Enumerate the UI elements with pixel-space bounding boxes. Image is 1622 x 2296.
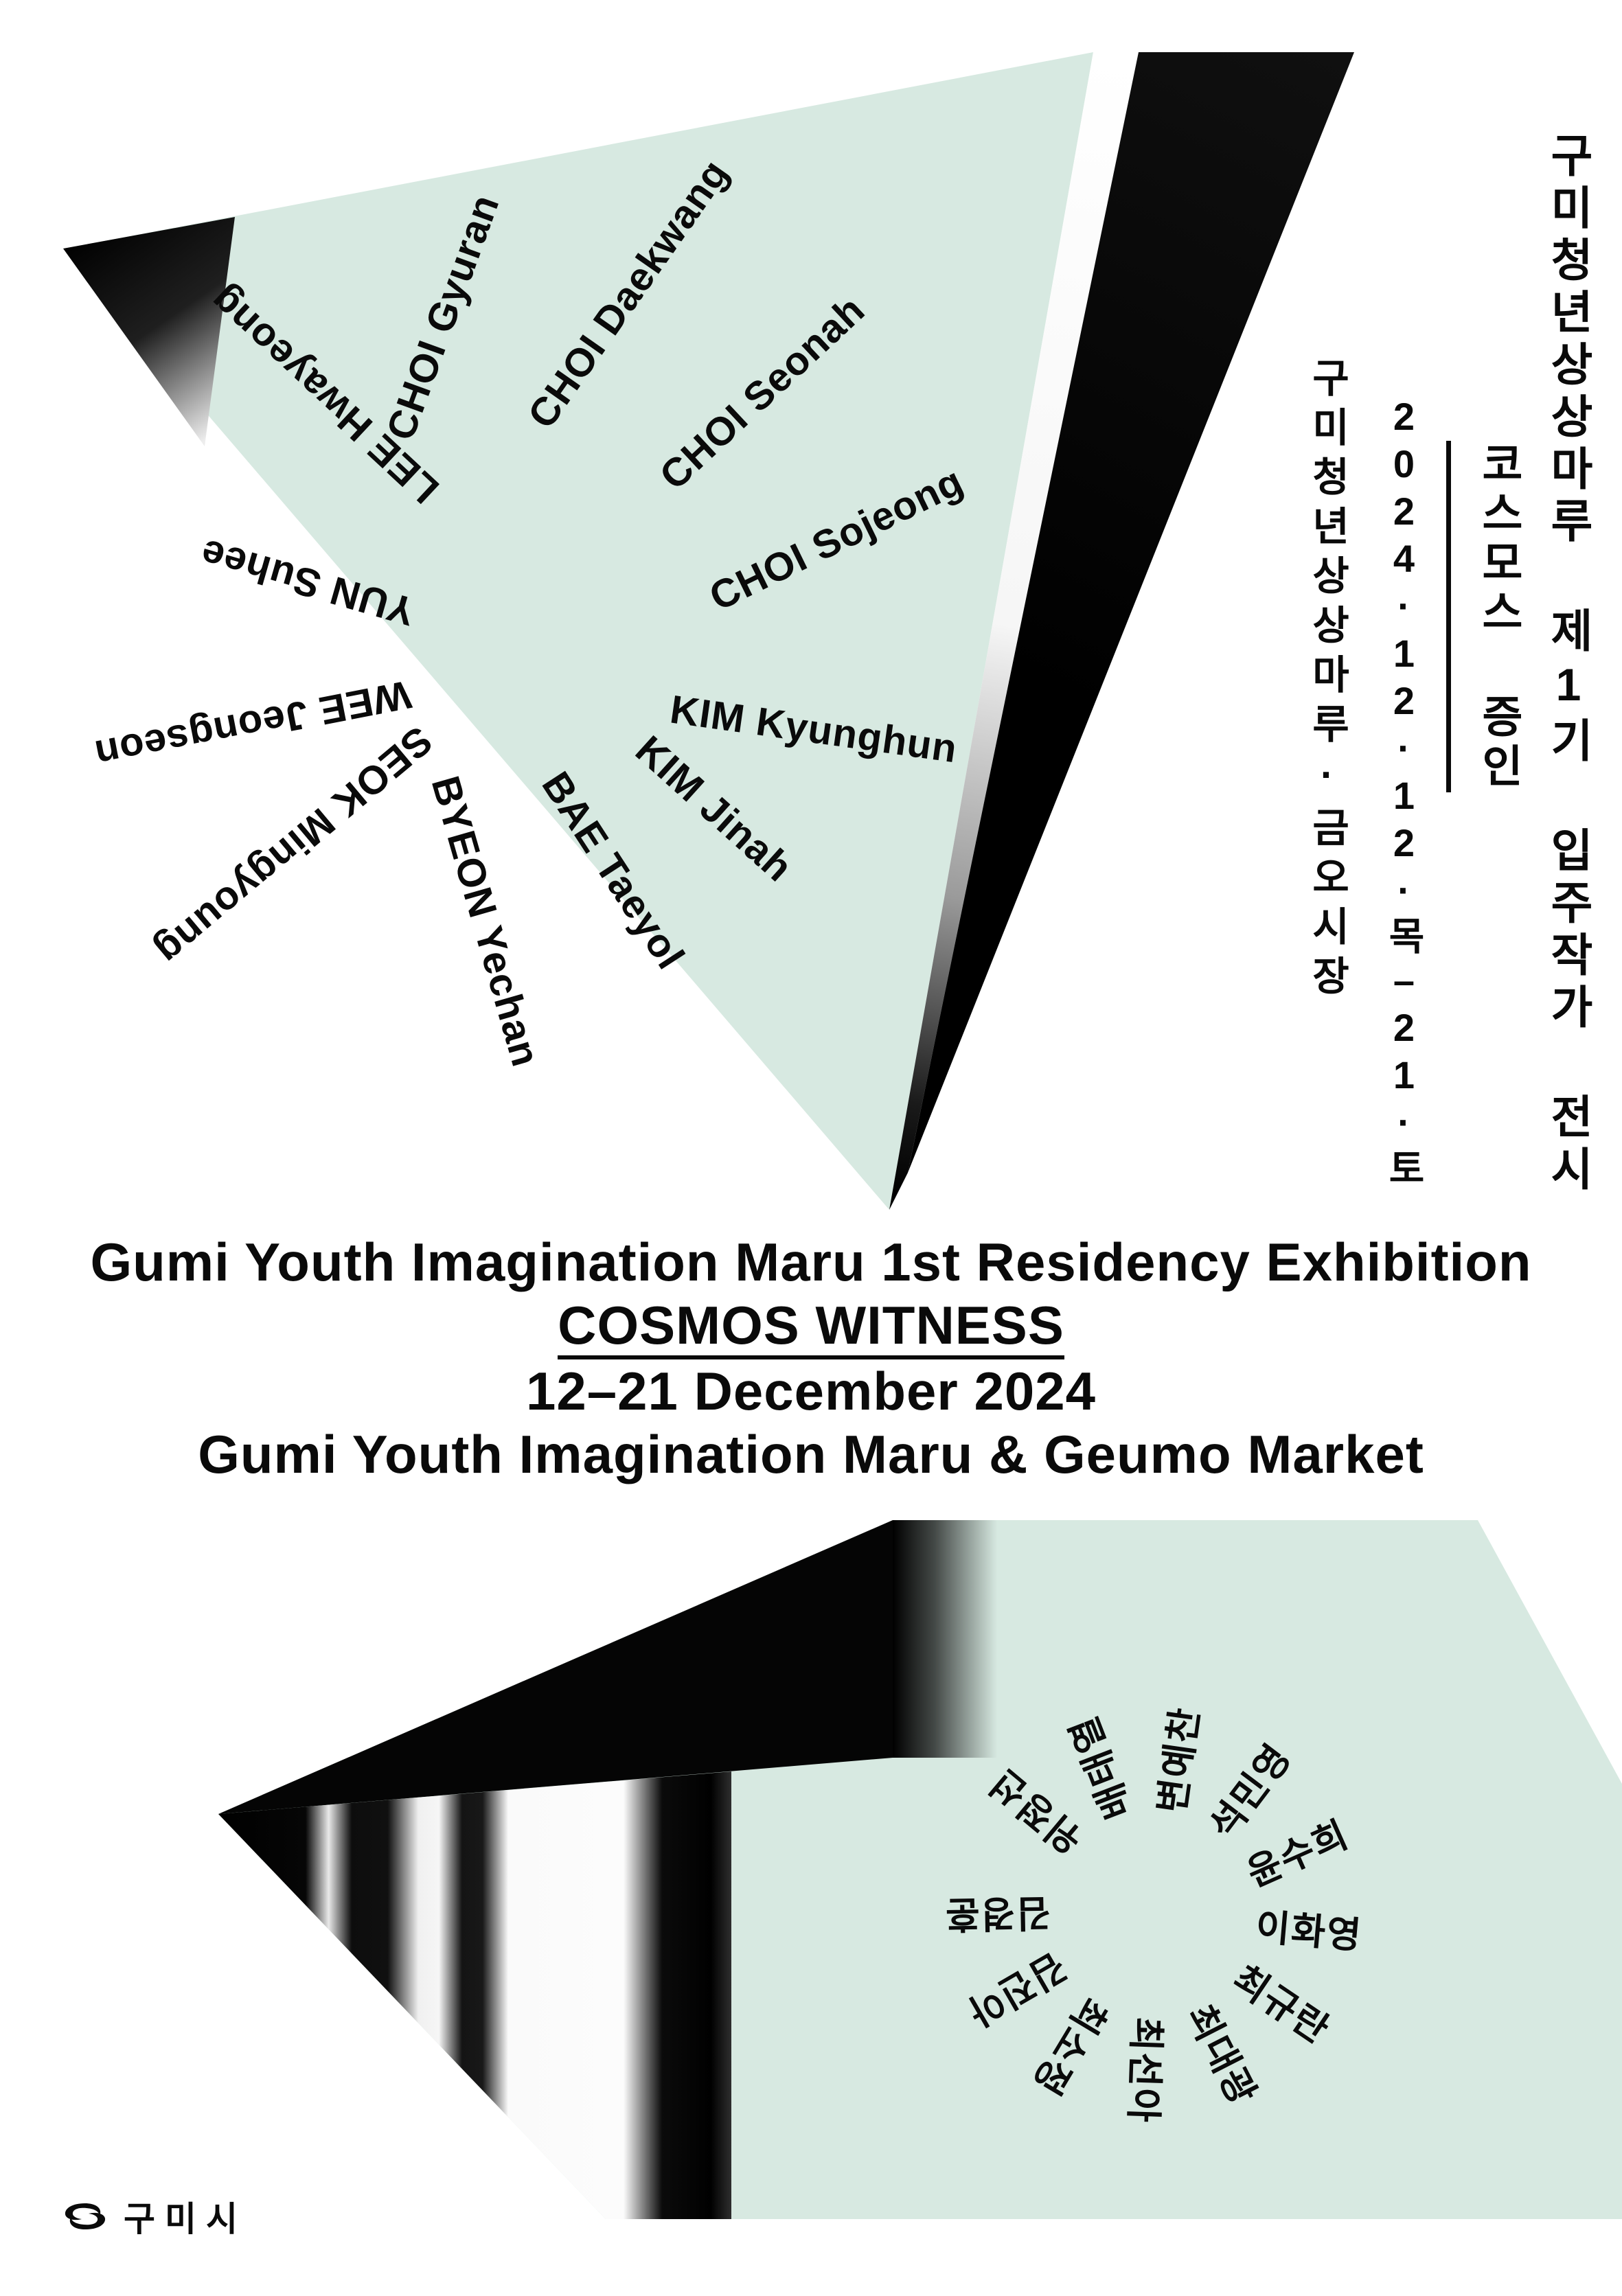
gumi-city-logo: 구미시	[60, 2192, 247, 2241]
exhibition-subtitle-en: COSMOS WITNESS	[558, 1298, 1064, 1359]
artist-name-en: KIM Kyunghun	[667, 687, 961, 772]
artist-name-kr: 최선아	[1121, 2016, 1167, 2124]
exhibition-venue-en: Gumi Youth Imagination Maru & Geumo Mark…	[198, 1424, 1424, 1484]
korean-exhibition-dates: 2024·12·12·목–21·토	[1382, 395, 1426, 1191]
gumi-swirl-icon	[65, 2203, 106, 2229]
artist-name-en: CHOI Sojeong	[703, 458, 970, 620]
exhibition-dates-en: 12–21 December 2024	[526, 1361, 1096, 1421]
artist-name-en: KIM Jinah	[627, 727, 801, 891]
korean-exhibition-title: 구미청년상상마루 제1기 입주작가 전시	[1543, 132, 1594, 1197]
korean-exhibition-venue: 구미청년상상마루·금오시장	[1305, 357, 1349, 1004]
artist-name-kr: 이화영	[1254, 1906, 1364, 1957]
artist-name-en: CHOI Seonah	[651, 287, 873, 498]
artist-name-en: CHOI Gyuran	[378, 188, 508, 446]
artist-name-kr: 변예찬	[1151, 1704, 1207, 1816]
artist-name-en: CHOI Daekwang	[519, 151, 738, 437]
exhibition-title-en: Gumi Youth Imagination Maru 1st Residenc…	[90, 1232, 1532, 1292]
exhibition-info-en: Gumi Youth Imagination Maru 1st Residenc…	[0, 1230, 1622, 1486]
artist-name-en: YUN Suhee	[195, 530, 420, 634]
korean-exhibition-subtitle: 코스모스 증인	[1446, 441, 1531, 792]
gumi-logo-text: 구미시	[124, 2200, 247, 2238]
artist-name-en: BYEON Yechan	[422, 771, 549, 1072]
artist-name-kr: 김경훈	[944, 1892, 1051, 1935]
